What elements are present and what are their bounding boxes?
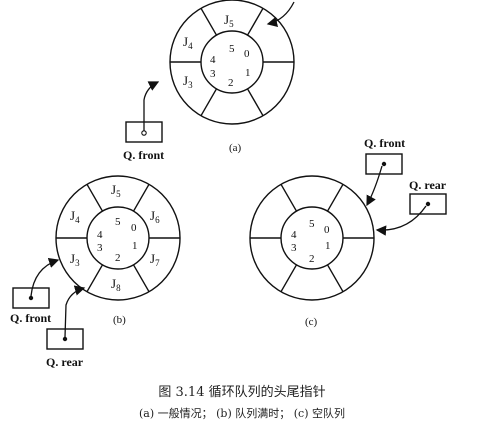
slot-number-2-a: 2: [228, 77, 234, 89]
pointer-dot-rear-b: [62, 336, 68, 342]
arrow-rear-c: [375, 205, 427, 236]
slot-label-j3-a: J3: [183, 73, 193, 90]
slot-number-3-c: 3: [291, 242, 297, 254]
slot-label-j4-b: J4: [70, 208, 80, 225]
slot-number-1-c: 1: [325, 240, 331, 252]
slot-label-j3-b: J3: [70, 251, 80, 268]
slot-number-0-c: 0: [324, 224, 330, 236]
arrow-front-a: [143, 81, 160, 131]
slot-number-2-c: 2: [309, 253, 315, 265]
ring-a: [169, 0, 295, 125]
slot-number-3-b: 3: [97, 242, 103, 254]
diagram-tag-b: (b): [113, 314, 126, 326]
diagram-c: 5 0 4 1 3 2 Q. front Q. rear (c): [249, 136, 447, 328]
slot-number-0-a: 0: [244, 48, 250, 60]
slot-number-4-a: 4: [210, 54, 216, 66]
slot-number-3-a: 3: [210, 68, 216, 80]
slot-number-1-b: 1: [132, 240, 138, 252]
slot-label-j7-b: J7: [150, 251, 160, 268]
pointer-box-front-b: [12, 287, 50, 309]
diagram-a: J5 J4 J3 5 0 4 1 3 2 Q. front (a): [123, 0, 295, 162]
slot-number-4-c: 4: [291, 229, 297, 241]
pointer-label-rear-c: Q. rear: [409, 178, 447, 192]
slot-number-0-b: 0: [131, 222, 137, 234]
diagram-tag-c: (c): [305, 316, 318, 328]
slot-label-j5-b: J5: [111, 182, 121, 199]
arrow-front-c: [366, 165, 383, 207]
slot-number-5-b: 5: [115, 216, 121, 228]
pointer-label-rear-b: Q. rear: [46, 355, 84, 369]
pointer-dot-front-a: [141, 130, 147, 136]
slot-number-2-b: 2: [115, 252, 121, 264]
pointer-dot-rear-c: [425, 201, 431, 207]
slot-label-j4-a: J4: [183, 34, 193, 51]
pointer-dot-front-c: [381, 161, 387, 167]
slot-number-5-a: 5: [229, 43, 235, 55]
slot-label-j6-b: J6: [150, 208, 160, 225]
diagram-tag-a: (a): [229, 142, 242, 154]
pointer-label-front-b: Q. front: [10, 311, 51, 325]
figure-caption-title: 图 3.14 循环队列的头尾指针: [158, 385, 326, 400]
pointer-label-front-c: Q. front: [364, 136, 405, 150]
pointer-dot-front-b: [28, 295, 34, 301]
ring-c: [249, 175, 375, 301]
arrow-front-b: [30, 257, 60, 297]
slot-number-1-a: 1: [245, 67, 251, 79]
pointer-box-rear-c: [409, 193, 447, 215]
slot-label-j8-b: J8: [111, 276, 121, 293]
arrow-rear-b: [64, 285, 86, 338]
pointer-box-front-c: [365, 153, 403, 175]
slot-number-4-b: 4: [97, 229, 103, 241]
figure-caption-subtitle: (a) 一般情况； (b) 队列满时； (c) 空队列: [139, 407, 345, 420]
slot-label-j5-a: J5: [224, 12, 234, 29]
pointer-label-front-a: Q. front: [123, 148, 164, 162]
arrow-rear-a: [266, 1, 295, 27]
diagram-b: J5 J6 J4 J3 J7 J8 5 0 4 1 3 2 Q. front Q…: [10, 175, 181, 369]
ring-b: [55, 175, 181, 301]
slot-number-5-c: 5: [309, 218, 315, 230]
